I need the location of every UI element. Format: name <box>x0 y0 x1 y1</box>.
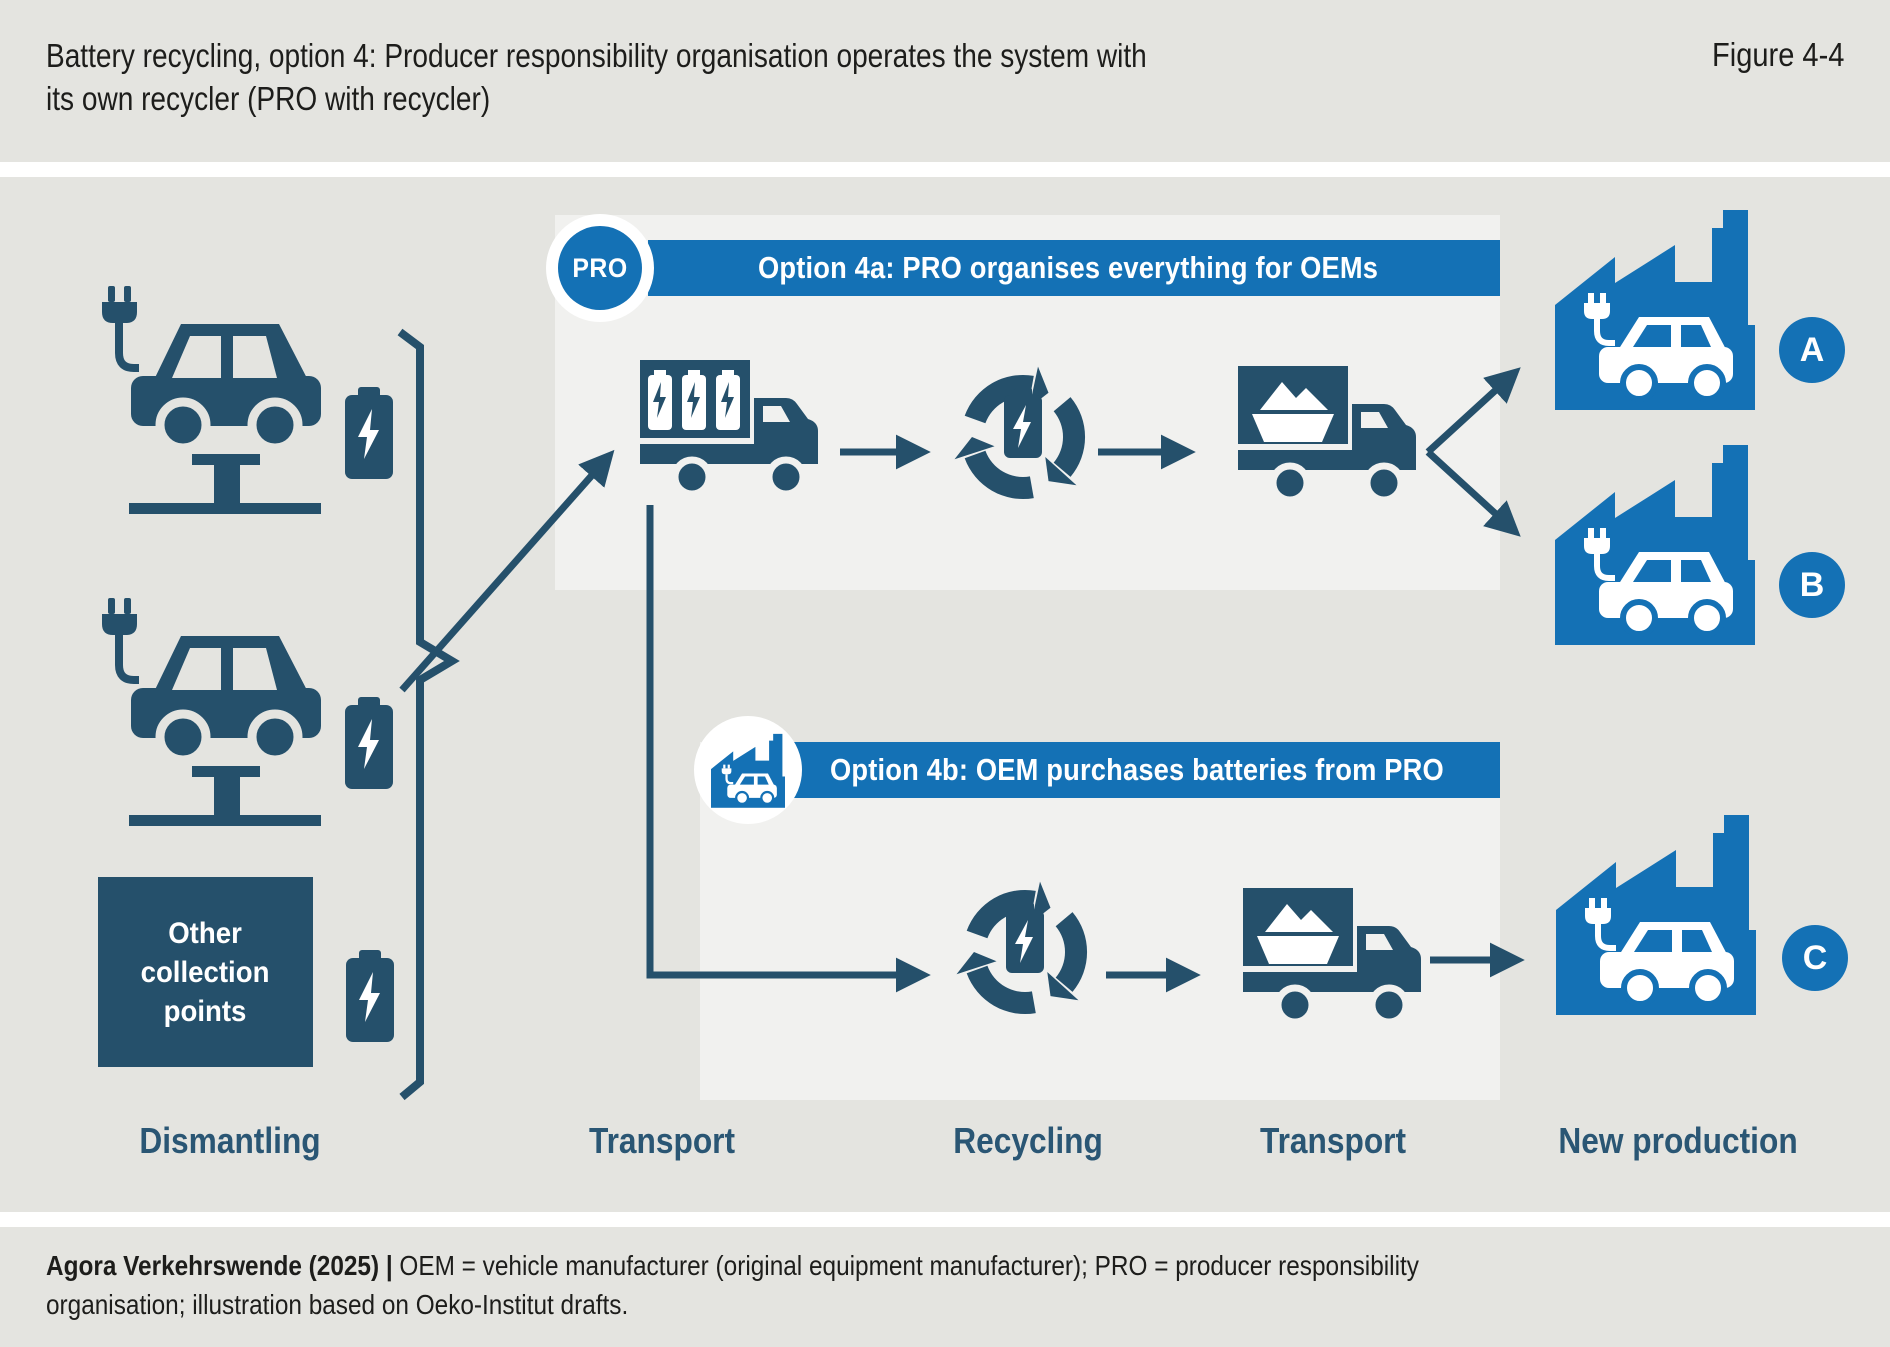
title-line-2: its own recycler (PRO with recycler) <box>46 80 491 117</box>
stage-label-transport-1: Transport <box>588 1120 736 1161</box>
option-4a-banner: Option 4a: PRO organises everything for … <box>648 240 1500 296</box>
stage-label-new-production: New production <box>1558 1120 1798 1161</box>
title-line-1: Battery recycling, option 4: Producer re… <box>46 37 1147 74</box>
footer-divider <box>0 1212 1890 1227</box>
truck-materials-icon <box>1238 366 1420 508</box>
oem-badge-a-label: A <box>1799 330 1825 369</box>
stage-label-transport-2: Transport <box>1259 1120 1407 1161</box>
pro-badge: PRO <box>546 214 654 322</box>
stage-label-recycling: Recycling <box>953 1120 1103 1161</box>
oem-badge-b: B <box>1779 552 1845 618</box>
option-4b-banner-label: Option 4b: OEM purchases batteries from … <box>830 752 1444 787</box>
truck-batteries-icon <box>640 360 822 502</box>
connector-4a-to-4b <box>646 505 931 993</box>
arrow-split-to-factory-b <box>1425 449 1521 537</box>
recycling-icon <box>948 362 1098 512</box>
page-title: Battery recycling, option 4: Producer re… <box>46 34 1147 120</box>
source-note: Agora Verkehrswende (2025) | OEM = vehic… <box>46 1246 1473 1324</box>
pro-badge-label: PRO <box>572 252 628 283</box>
oem-badge-a: A <box>1779 317 1845 383</box>
pro-badge-circle: PRO <box>558 226 642 310</box>
source-line1: OEM = vehicle manufacturer (original equ… <box>392 1250 1419 1281</box>
oem-badge-b-label: B <box>1799 565 1825 604</box>
option-4b-panel <box>700 742 1500 1100</box>
other-collection-points-box: Other collection points <box>98 877 313 1067</box>
option-4b-banner: Option 4b: OEM purchases batteries from … <box>775 742 1500 798</box>
source-line2: organisation; illustration based on Oeko… <box>46 1289 629 1320</box>
oem-badge-c-label: C <box>1802 938 1828 977</box>
recycling-icon <box>950 877 1100 1027</box>
factory-c-icon <box>1556 810 1756 1015</box>
source-name: Agora Verkehrswende (2025) | <box>46 1250 393 1281</box>
collection-brace <box>397 328 460 1101</box>
header-divider <box>0 162 1890 177</box>
option-4a-banner-label: Option 4a: PRO organises everything for … <box>758 250 1379 285</box>
oem-factory-badge <box>694 716 802 824</box>
truck-materials-icon <box>1243 888 1425 1030</box>
factory-a-icon <box>1555 205 1755 410</box>
arrow-split-to-factory-a <box>1425 367 1521 455</box>
stage-label-dismantling: Dismantling <box>139 1120 321 1161</box>
arrow-to-transport <box>399 449 615 693</box>
other-collection-points-label: Other collection points <box>141 916 270 1028</box>
factory-b-icon <box>1555 440 1755 645</box>
oem-badge-c: C <box>1782 925 1848 991</box>
figure-number: Figure 4-4 <box>1711 36 1844 73</box>
